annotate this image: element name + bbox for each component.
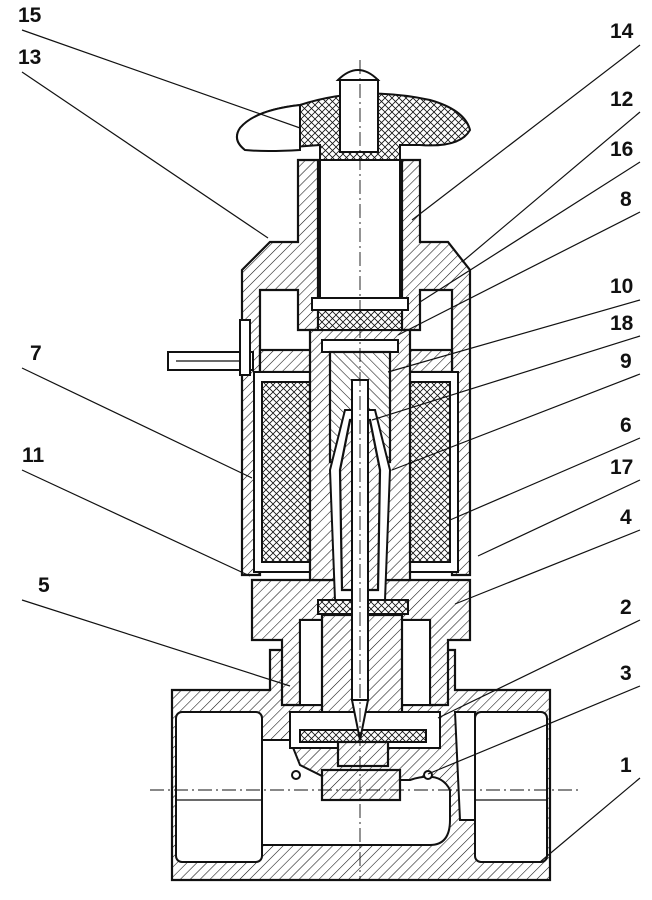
callout-18: 18 — [610, 312, 634, 335]
callout-1: 1 — [620, 754, 632, 777]
callout-14: 14 — [610, 20, 634, 43]
callout-10: 10 — [610, 275, 633, 298]
callout-9: 9 — [620, 350, 632, 373]
callout-3: 3 — [620, 662, 632, 685]
callout-2: 2 — [620, 596, 632, 619]
callout-6: 6 — [620, 414, 632, 437]
callout-11: 11 — [22, 444, 45, 467]
leader-lines — [21, 29, 641, 863]
callout-7: 7 — [30, 342, 42, 365]
callout-17: 17 — [610, 456, 633, 479]
callout-16: 16 — [610, 138, 633, 161]
callout-labels: 15 13 14 12 16 8 10 18 7 9 6 11 17 4 5 2… — [18, 4, 634, 777]
callout-15: 15 — [18, 4, 42, 27]
hand-knob — [235, 69, 472, 161]
callout-8: 8 — [620, 188, 632, 211]
callout-5: 5 — [38, 574, 50, 597]
terminal-lug — [167, 319, 254, 376]
callout-4: 4 — [620, 506, 632, 529]
callout-13: 13 — [18, 46, 41, 69]
callout-12: 12 — [610, 88, 633, 111]
diaphragm-assembly — [289, 711, 441, 780]
